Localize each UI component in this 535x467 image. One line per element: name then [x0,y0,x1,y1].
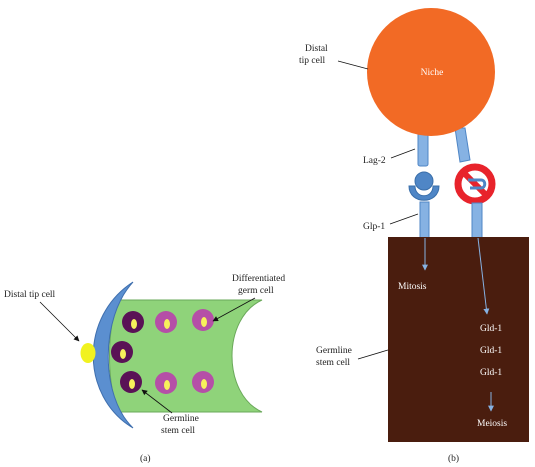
label-differentiated-line1: Differentiated [232,273,285,284]
differentiated-cell [155,372,177,394]
label-distal-line2: tip cell [299,56,325,66]
stem-cell [111,341,133,363]
label-glp1: Glp-1 [363,222,385,232]
label-distal-line1: Distal [305,44,328,54]
pointer-glp1 [389,213,419,225]
pointer-germline-b [357,349,389,360]
caption-b: (b) [448,453,459,464]
inhibition-icon [454,163,496,205]
label-differentiated-line2: germ cell [238,286,274,296]
label-gld1-1: Gld-1 [480,324,502,334]
label-germline-b-line1: Germline [316,346,352,356]
pointer-germline-a [141,389,173,414]
pointer-distal-tip-cell [39,301,80,342]
gonad-tube [109,299,263,413]
label-germline-a-line2: stem cell [161,426,195,436]
germline-block [388,237,529,442]
differentiated-cell [155,311,177,333]
label-gld1-3: Gld-1 [480,368,502,378]
label-gld1-2: Gld-1 [480,346,502,356]
lag2-ligand [414,171,434,191]
pointer-differentiated [212,297,256,322]
pointer-lag2 [390,148,416,159]
label-germline-b-line2: stem cell [316,358,350,368]
caption-a: (a) [140,453,151,464]
label-niche: Niche [421,68,444,78]
differentiated-cell [192,309,214,331]
niche-circle [367,8,495,136]
panel-b: Niche Mitosis Gld-1 Gld-1 Gld-1 Meiosis … [299,8,529,464]
panel-a: Distal tip cell Differentiated germ cell… [4,273,285,464]
arrow-to-gld1 [477,237,490,315]
label-lag2: Lag-2 [363,156,386,166]
stem-cell [122,311,144,333]
differentiated-cell [192,371,214,393]
glp1-receptor-cup [408,185,440,201]
label-mitosis: Mitosis [398,282,427,292]
distal-tip-cell-cap [92,281,134,429]
right-stalk-lower [471,202,483,239]
label-germline-a-line1: Germline [163,414,199,424]
pointer-distal-b [337,60,369,70]
glp1-stalk [419,201,430,239]
distal-tip-cell-nucleus [80,343,96,363]
label-distal-tip-cell: Distal tip cell [4,290,56,300]
label-meiosis: Meiosis [477,419,507,429]
stem-cell [120,371,142,393]
right-stalk-upper [454,127,471,163]
